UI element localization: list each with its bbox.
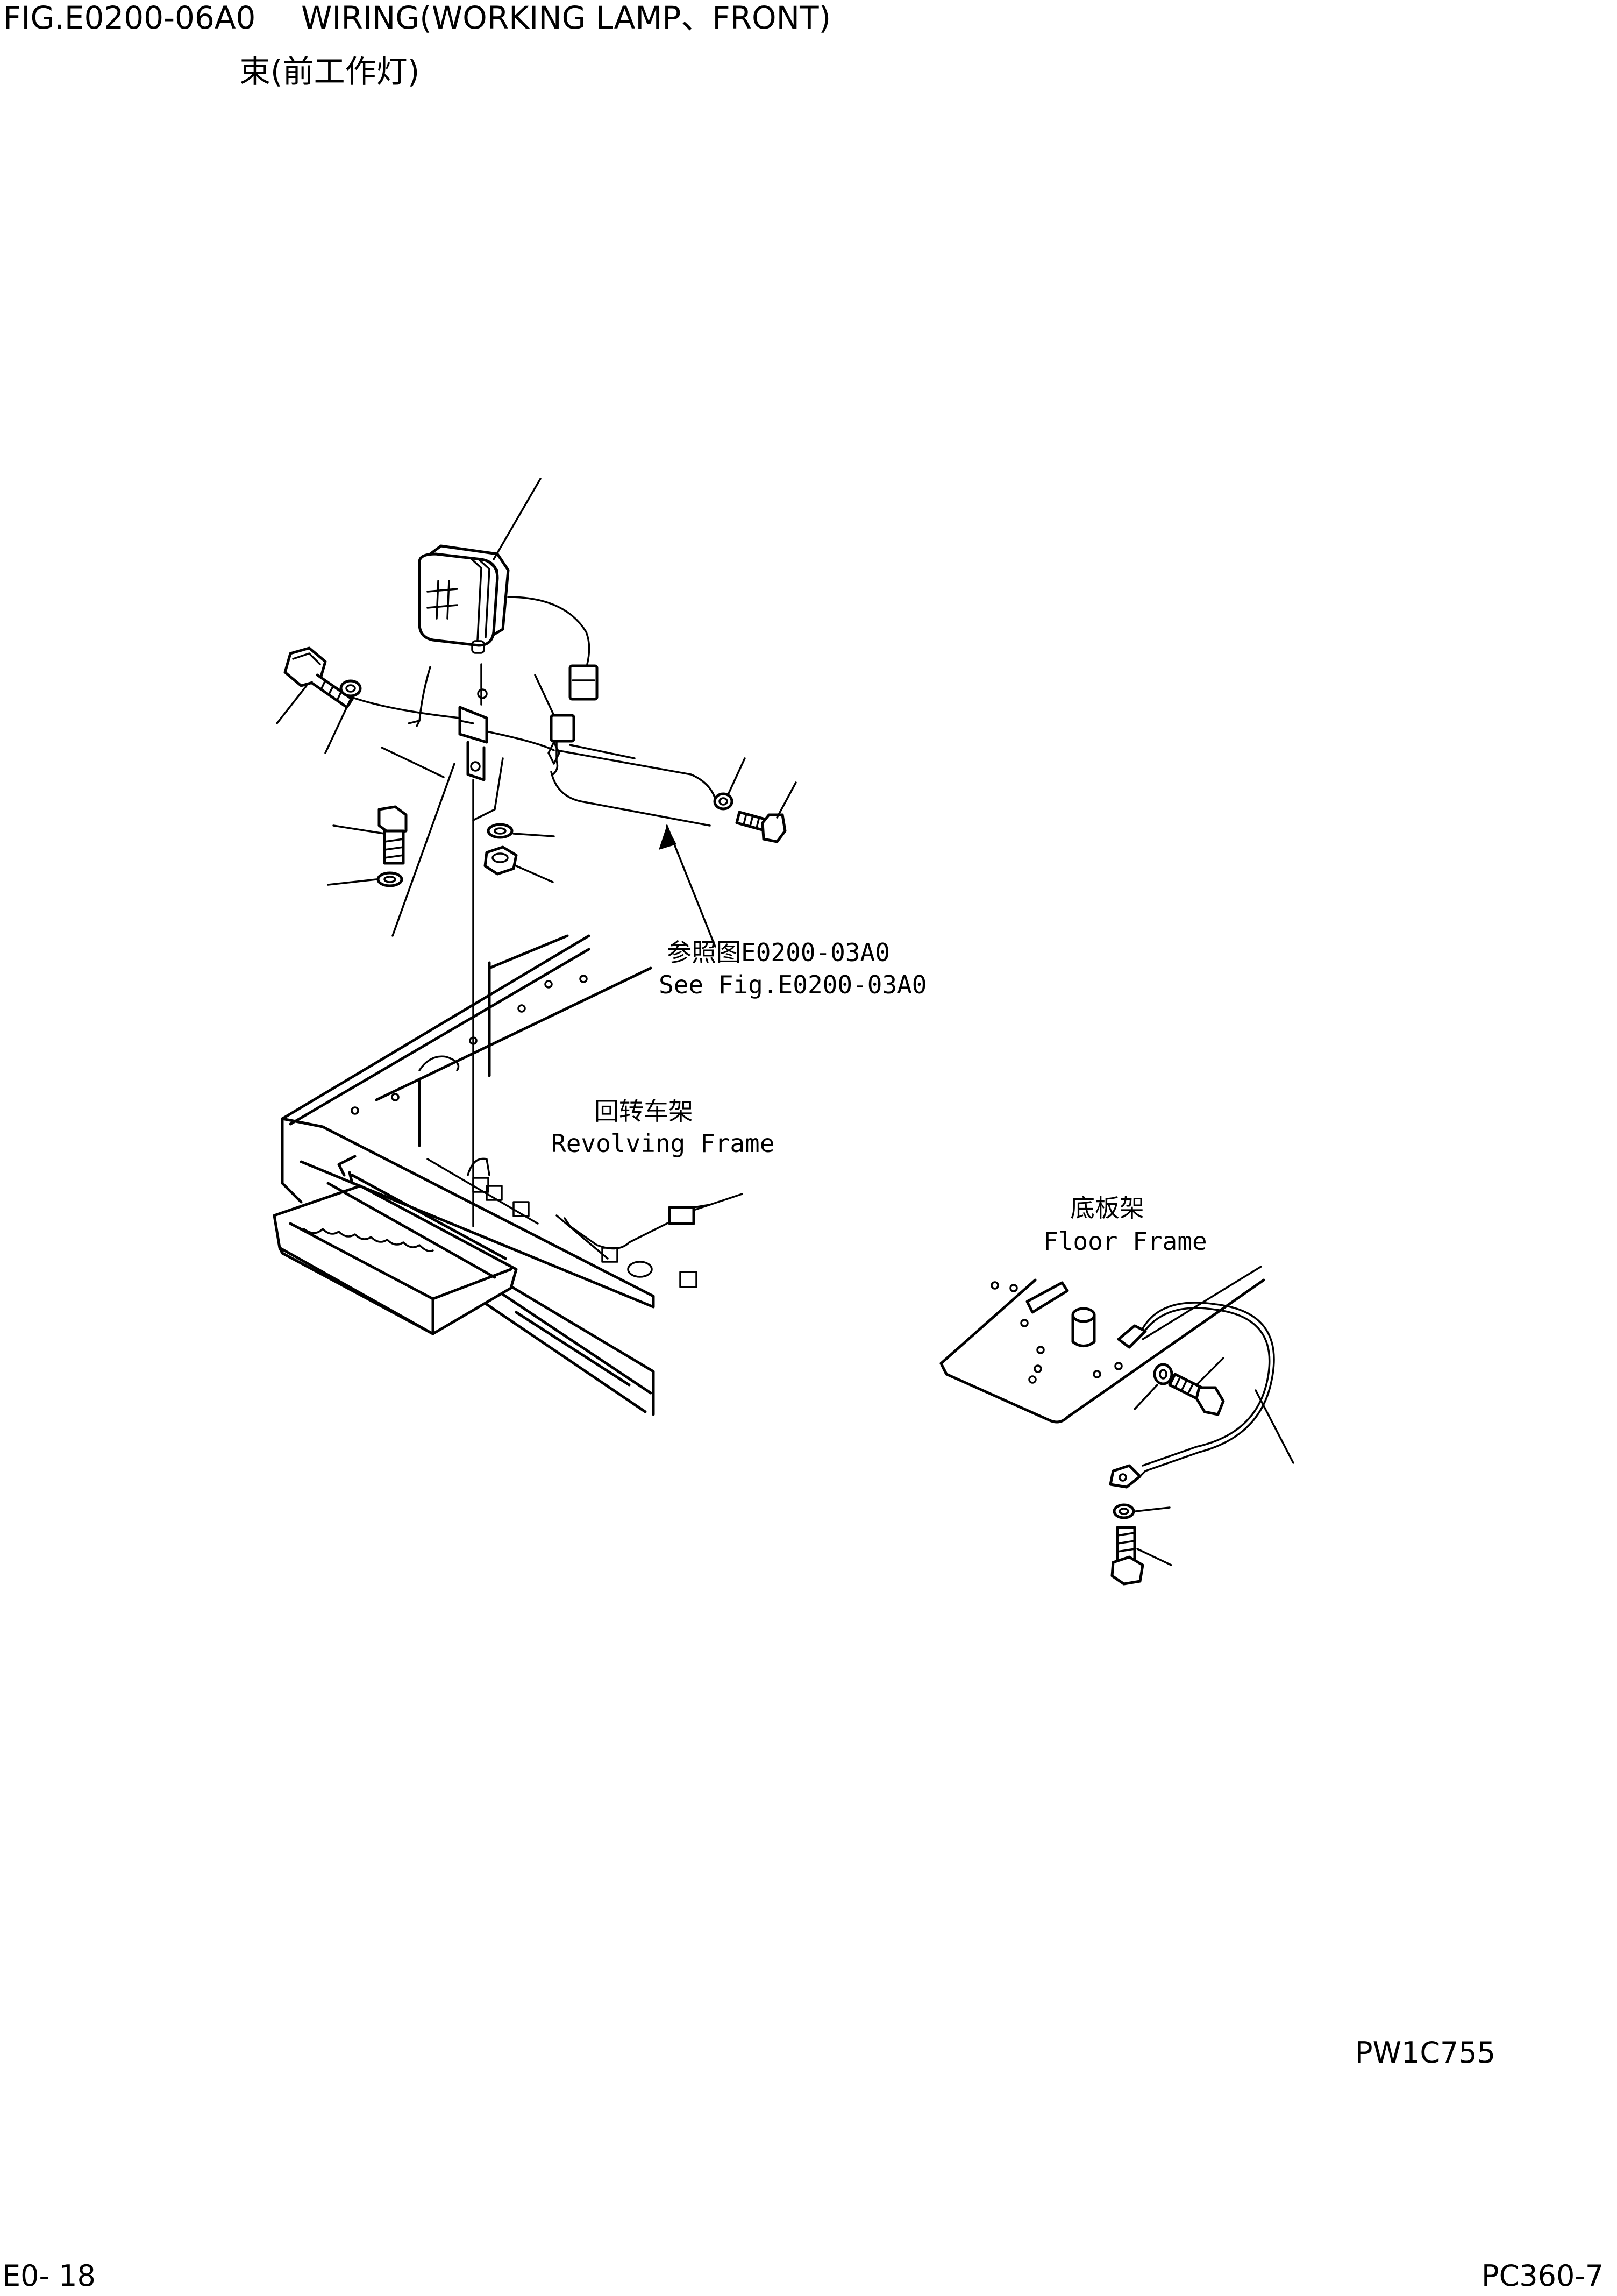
figure-id: FIG.E0200-06A0 [3, 0, 256, 36]
nut-bracket [483, 845, 518, 876]
bolt-right [735, 811, 787, 843]
lamp-bracket [458, 663, 488, 781]
arrow-head [659, 826, 676, 850]
see-fig-label-en: See Fig.E0200-03A0 [659, 970, 927, 999]
revolving-frame-label-cn: 回转车架 [594, 1097, 693, 1126]
see-fig-label-cn: 参照图E0200-03A0 [667, 938, 890, 967]
step-box [273, 1171, 518, 1335]
ground-cable [1109, 1302, 1275, 1489]
washer-left-lower [376, 871, 403, 887]
washer-bracket [487, 823, 514, 839]
bolt-left-middle [377, 805, 408, 865]
lower-washer [1113, 1503, 1135, 1519]
floor-frame-label-en: Floor Frame [1043, 1227, 1207, 1256]
floor-washer [1153, 1363, 1173, 1385]
revolving-frame-label-en: Revolving Frame [551, 1129, 775, 1158]
floor-frame-label-cn: 底板架 [1070, 1193, 1144, 1222]
page-number: E0- 18 [2, 2259, 96, 2293]
leader-lamp [493, 478, 542, 560]
revolving-frame [281, 934, 743, 1416]
see-fig-leader [666, 824, 716, 948]
lower-bolt [1110, 1526, 1144, 1586]
model-number: PC360-7 [1481, 2259, 1604, 2293]
floor-frame [939, 1278, 1265, 1424]
drawing-number: PW1C755 [1355, 2036, 1496, 2070]
figure-title-chinese: 束(前工作灯) [239, 53, 420, 90]
bolt-left-upper [283, 646, 354, 709]
connector-upper [568, 664, 599, 701]
floor-bolt [1168, 1373, 1225, 1416]
connector-lower [550, 714, 575, 776]
working-lamp [418, 544, 510, 654]
figure-title: WIRING(WORKING LAMP、FRONT) [301, 0, 831, 36]
washer-right [713, 792, 733, 811]
washer-left [339, 679, 362, 698]
